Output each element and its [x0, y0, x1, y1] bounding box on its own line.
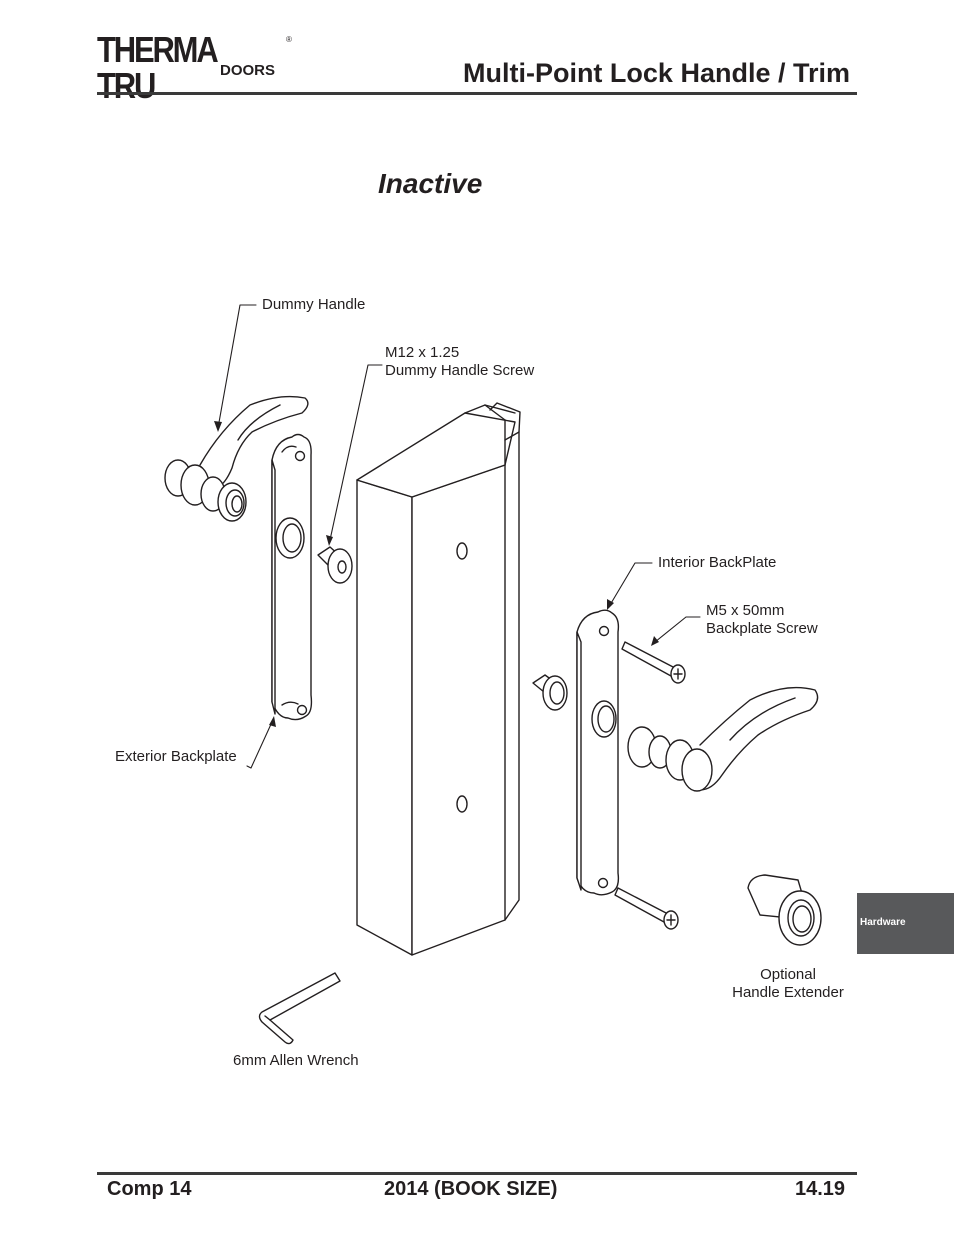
therma-tru-logo: THERMA TRU ® DOORS [97, 32, 297, 104]
exterior-backplate [271, 433, 313, 721]
footer-rule [97, 1172, 857, 1175]
header-rule [97, 92, 857, 95]
label-handle-extender: Optional Handle Extender [730, 966, 846, 1002]
backplate-screw-top [621, 641, 686, 684]
interior-backplate [576, 609, 620, 896]
leader-arrowheads [214, 421, 659, 727]
dummy-handle-exterior [164, 395, 309, 522]
label-handle-extender-optional: Optional [760, 966, 816, 983]
label-dummy-handle: Dummy Handle [262, 296, 366, 313]
label-interior-backplate: Interior BackPlate [658, 554, 777, 571]
dummy-handle-screw [317, 546, 353, 584]
label-backplate-screw-name: Backplate Screw [706, 620, 818, 637]
label-dummy-handle-screw: M12 x 1.25 Dummy Handle Screw [385, 344, 534, 380]
label-dummy-handle-screw-name: Dummy Handle Screw [385, 362, 535, 379]
section-title: Inactive [378, 168, 483, 199]
hardware-section-tab: Hardware [857, 893, 954, 954]
door-edge-block [356, 402, 521, 956]
footer-component: Comp 14 [107, 1178, 192, 1200]
hardware-tab-label: Hardware [860, 917, 906, 928]
footer-edition: 2014 (BOOK SIZE) [384, 1178, 558, 1200]
footer-page-number: 14.19 [795, 1178, 846, 1200]
interior-handle [627, 686, 819, 792]
page-title: Multi-Point Lock Handle / Trim [462, 58, 850, 88]
handle-extender [747, 874, 822, 946]
allen-wrench [258, 972, 341, 1045]
label-backplate-screw: M5 x 50mm Backplate Screw [706, 602, 818, 638]
label-handle-extender-name: Handle Extender [732, 984, 844, 1001]
interior-spindle-bushing [532, 674, 568, 711]
label-dummy-handle-screw-size: M12 x 1.25 [385, 344, 460, 361]
label-exterior-backplate: Exterior Backplate [115, 748, 237, 765]
logo-subtitle: DOORS [220, 62, 276, 79]
logo-wordmark: THERMA TRU [97, 29, 218, 106]
label-backplate-screw-size: M5 x 50mm [706, 602, 785, 619]
leader-lines [217, 304, 701, 769]
backplate-screw-bottom [614, 887, 679, 930]
logo-registered-mark: ® [286, 35, 292, 44]
label-allen-wrench: 6mm Allen Wrench [233, 1052, 359, 1069]
